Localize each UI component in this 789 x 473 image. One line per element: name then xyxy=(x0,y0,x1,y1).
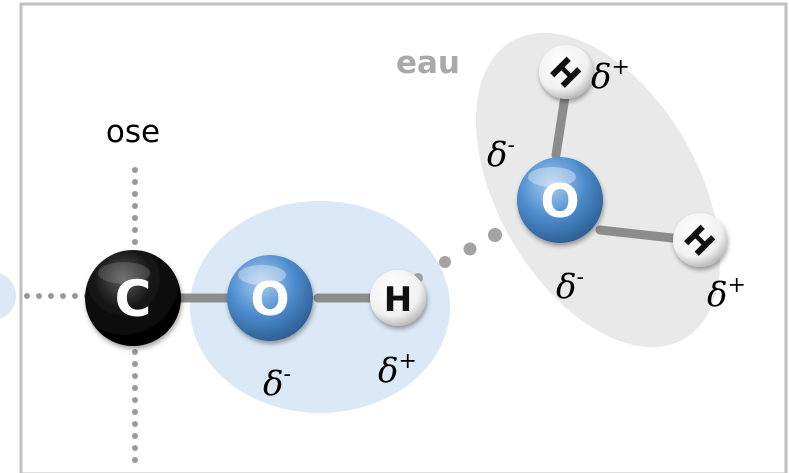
svg-text:δ-: δ- xyxy=(263,362,291,404)
partial-zone-left xyxy=(0,273,16,319)
hydroxyl-zone xyxy=(190,201,450,413)
hydrogen-bond xyxy=(413,228,502,283)
oxygen-atom-water xyxy=(517,157,603,243)
hydrogen-atom-water-top xyxy=(539,45,593,99)
delta-symbol: δ xyxy=(263,364,283,404)
svg-text:δ-: δ- xyxy=(487,133,515,175)
svg-text:δ+: δ+ xyxy=(707,273,746,315)
eau-label: eau xyxy=(396,45,460,81)
oxygen-atom-hydroxyl xyxy=(227,255,313,341)
charge-hydrogen-water-top: δ+ xyxy=(591,55,630,97)
hydrogen-atom-water-right xyxy=(673,213,727,267)
svg-text:δ+: δ+ xyxy=(591,55,630,97)
oxygen-water-label: O xyxy=(540,174,579,228)
svg-text:δ-: δ- xyxy=(556,265,584,307)
ose-label: ose xyxy=(106,114,160,150)
carbon-label: C xyxy=(115,270,152,328)
delta-symbol: δ xyxy=(487,135,507,175)
delta-symbol: δ xyxy=(556,267,576,307)
delta-symbol: δ xyxy=(591,57,611,97)
charge-oxygen-hydroxyl: δ- xyxy=(263,362,291,404)
minus-sign: - xyxy=(576,265,583,290)
charge-oxygen-water-lower: δ- xyxy=(556,265,584,307)
minus-sign: - xyxy=(507,133,514,158)
charge-hydrogen-hydroxyl: δ+ xyxy=(378,349,417,391)
hydrogen-atom-hydroxyl xyxy=(370,270,426,326)
charge-hydrogen-water-right: δ+ xyxy=(707,273,746,315)
hydrogen-hydroxyl-label: H xyxy=(384,280,412,320)
svg-text:δ+: δ+ xyxy=(378,349,417,391)
delta-symbol: δ xyxy=(707,275,727,315)
plus-sign: + xyxy=(398,349,416,374)
oxygen-hydroxyl-label: O xyxy=(250,272,289,326)
delta-symbol: δ xyxy=(378,351,398,391)
plus-sign: + xyxy=(727,273,745,298)
covalent-bonds xyxy=(170,85,695,303)
charge-oxygen-water-upper: δ- xyxy=(487,133,515,175)
minus-sign: - xyxy=(283,362,290,387)
frame-border xyxy=(19,2,788,473)
carbon-atom xyxy=(85,250,181,346)
plus-sign: + xyxy=(611,55,629,80)
